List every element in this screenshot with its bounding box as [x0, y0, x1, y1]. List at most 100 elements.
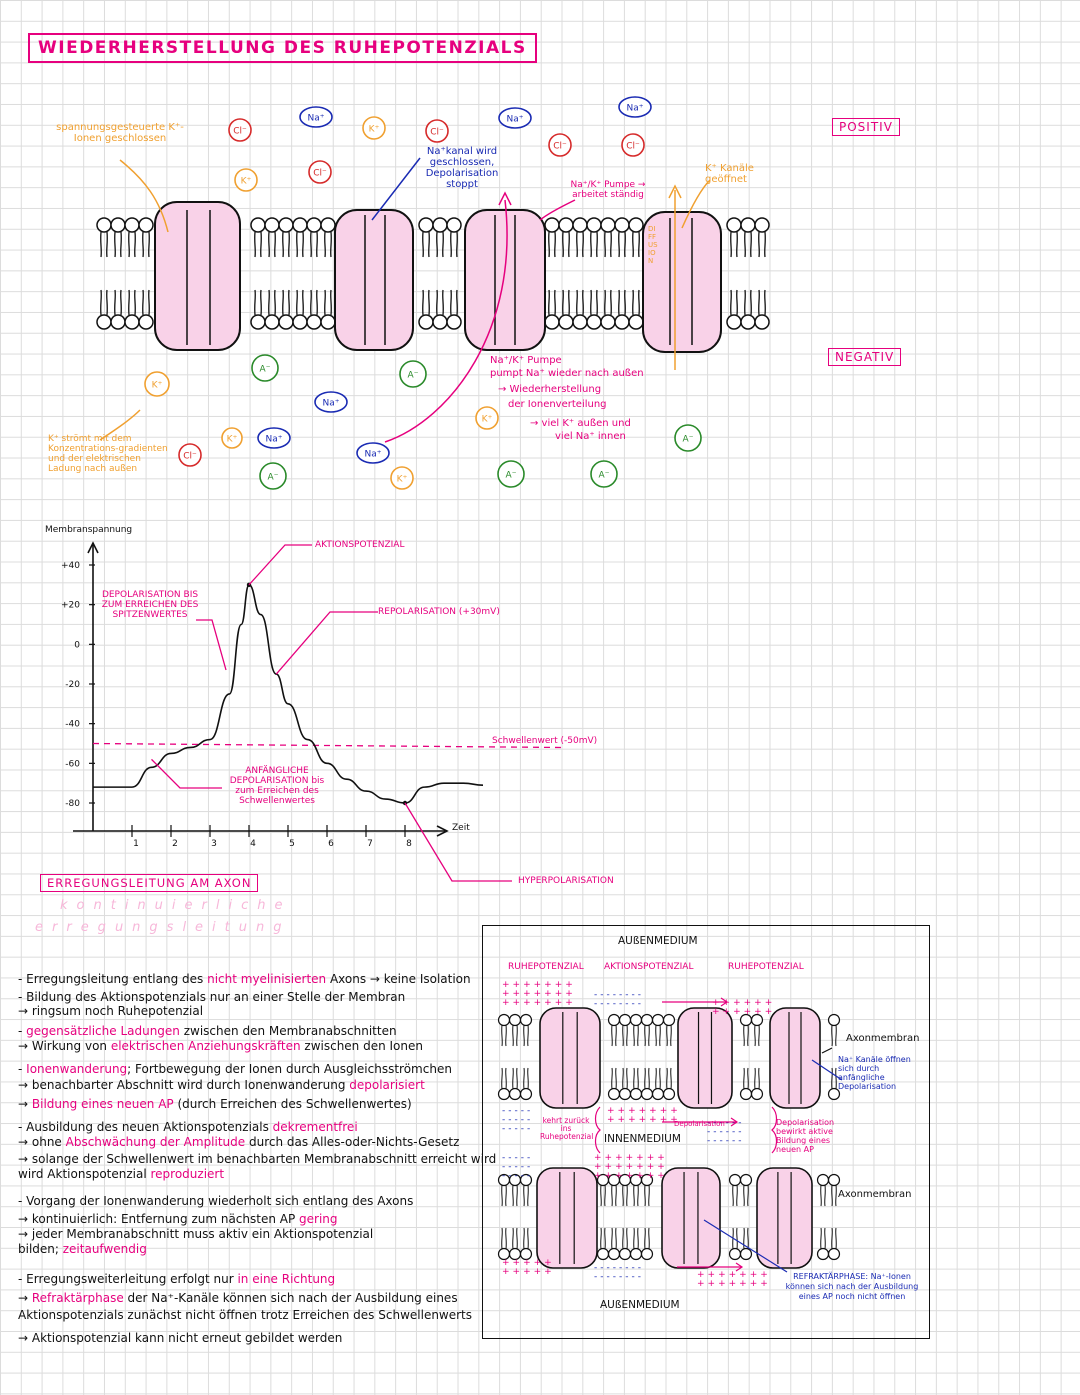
note-highlight: dekrementfrei	[272, 1120, 358, 1134]
lipid-tail	[512, 1227, 518, 1250]
lipid-top	[418, 217, 434, 258]
label-hyper: HYPERPOLARISATION	[518, 876, 614, 886]
lipid-top	[320, 217, 336, 258]
y-tick-label: -40	[65, 720, 80, 730]
lipid-top	[600, 217, 616, 258]
svg-text:A⁻: A⁻	[506, 471, 517, 481]
col-rest-2: RUHEPOTENZIAL	[728, 962, 804, 972]
lipid-bottom	[250, 289, 266, 330]
lipid-head	[739, 1247, 753, 1261]
depol-small: Depolarisation	[674, 1120, 725, 1128]
k-ion: K⁺	[234, 168, 258, 192]
negative-charges: -----	[502, 1153, 533, 1163]
annotation-leader	[196, 619, 227, 671]
lipid-tail	[644, 1024, 650, 1047]
note-text: → kontinuierlich: Entfernung zum nächste…	[18, 1212, 300, 1226]
membrane-leader	[821, 1047, 833, 1054]
x-tick-label: 2	[172, 839, 178, 849]
lipid-bottom	[264, 289, 280, 330]
lipid-bottom	[292, 289, 308, 330]
annotation-pump-bottom-4: der Ionenverteilung	[508, 399, 607, 410]
channel-divider	[697, 1012, 713, 1104]
note-line: - Vorgang der Ionenwanderung wiederholt …	[18, 1194, 413, 1209]
lipid-tail	[512, 1067, 518, 1090]
y-tick-label: +20	[61, 601, 80, 611]
y-axis-arrow	[87, 541, 99, 554]
note-text: zwischen den Ionen	[300, 1039, 423, 1053]
lipid-head	[629, 1087, 643, 1101]
channel-divider	[562, 1012, 578, 1104]
positive-charges: +++++++	[502, 998, 576, 1008]
lipid-bottom	[754, 289, 770, 330]
a-ion: A⁻	[399, 360, 427, 388]
k-ion: K⁺	[475, 406, 499, 430]
note-text: → jeder Membranabschnitt muss aktiv ein …	[18, 1227, 374, 1241]
k-ion: K⁺	[221, 427, 243, 449]
lipid-bottom	[586, 289, 602, 330]
lipid-tail	[600, 1184, 606, 1207]
lipid-top	[278, 217, 294, 258]
lipid-tail	[831, 1067, 837, 1090]
na-ion: Na⁺	[257, 427, 291, 449]
a-ion: A⁻	[674, 424, 702, 452]
lipid-tail	[644, 1067, 650, 1090]
note-line: → ringsum noch Ruhepotenzial	[18, 1004, 203, 1019]
lipid-tail	[831, 1227, 837, 1250]
note-line: → Wirkung von elektrischen Anziehungskrä…	[18, 1039, 423, 1054]
lipid-head	[750, 1087, 764, 1101]
lipid-head	[662, 1087, 676, 1101]
lipid-tail	[644, 1184, 650, 1207]
lipid-tail	[622, 1184, 628, 1207]
brace-left	[594, 1106, 601, 1154]
lipid-tail	[732, 1227, 738, 1250]
svg-text:K⁺: K⁺	[369, 125, 380, 135]
note-line: → Refraktärphase der Na⁺-Kanäle können s…	[18, 1291, 458, 1306]
brace-right	[771, 1106, 778, 1154]
outer-medium-bottom: AUßENMEDIUM	[600, 1299, 680, 1311]
lipid-tail	[820, 1227, 826, 1250]
note-text: -	[18, 1024, 27, 1038]
membrane-potential-line	[93, 584, 484, 804]
lipid-bottom	[96, 289, 112, 330]
x-tick-label: 6	[328, 839, 334, 849]
subheading-2: erregungsleitung	[35, 920, 291, 935]
lipid-tail	[523, 1227, 529, 1250]
svg-text:K⁺: K⁺	[241, 177, 252, 187]
note-text: → ringsum noch Ruhepotenzial	[18, 1004, 204, 1018]
lipid-head	[816, 1173, 830, 1187]
note-line: → Aktionspotenzial kann nicht erneut geb…	[18, 1331, 342, 1346]
lipid-tail	[523, 1067, 529, 1090]
lipid-bottom	[544, 289, 560, 330]
svg-text:K⁺: K⁺	[397, 475, 408, 485]
lipid-bottom	[432, 289, 448, 330]
ion-flow-arrowhead	[735, 1262, 744, 1272]
lipid-tail	[820, 1184, 826, 1207]
note-text: → ohne	[18, 1135, 66, 1149]
lipid-head	[519, 1087, 533, 1101]
k-channel-protein	[642, 211, 722, 353]
note-line: → Bildung eines neuen AP (durch Erreiche…	[18, 1097, 412, 1112]
lipid-head	[607, 1247, 621, 1261]
lipid-top	[96, 217, 112, 258]
lipid-head	[618, 1013, 632, 1027]
lipid-bottom	[418, 289, 434, 330]
na-ion: Na⁺	[356, 442, 390, 464]
x-tick-label: 8	[406, 839, 412, 849]
lipid-tail	[666, 1067, 672, 1090]
lipid-tail	[831, 1184, 837, 1207]
lipid-head	[827, 1087, 841, 1101]
lipid-bottom	[614, 289, 630, 330]
pump-protein	[464, 209, 546, 351]
note-highlight: gering	[299, 1212, 338, 1226]
note-highlight: zeitaufwendig	[62, 1242, 147, 1256]
lipid-head	[519, 1173, 533, 1187]
lipid-head	[728, 1173, 742, 1187]
negative-charges: -----	[502, 1115, 533, 1125]
negative-charges: -----	[502, 1106, 533, 1116]
lipid-tail	[655, 1024, 661, 1047]
section-heading: ERREGUNGSLEITUNG AM AXON	[40, 874, 259, 892]
inner-medium: INNENMEDIUM	[604, 1133, 681, 1145]
axon-diagram: +++++++++++++++++++++----------------+++…	[497, 980, 843, 1289]
svg-text:A⁻: A⁻	[408, 371, 419, 381]
lipid-head	[497, 1087, 511, 1101]
